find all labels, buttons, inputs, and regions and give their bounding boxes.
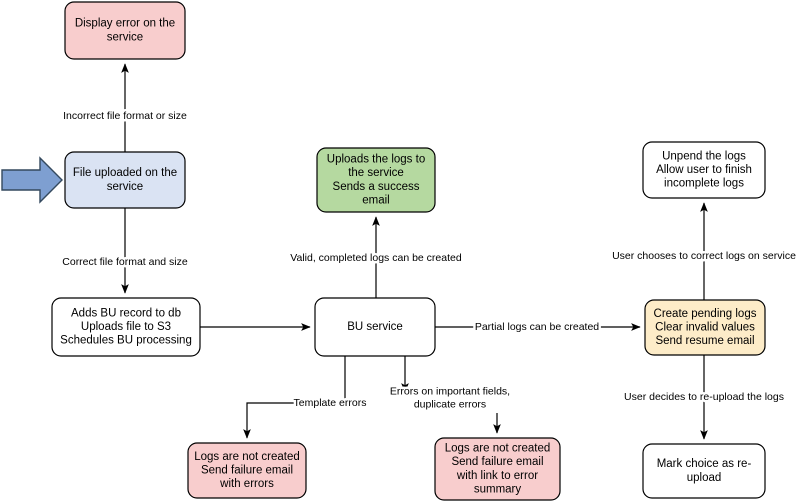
edge-template-errors-label: Template errors xyxy=(294,397,367,409)
create-pending-logs-node-label: Clear invalid values xyxy=(655,322,755,334)
file-uploaded-node-label: File uploaded on the xyxy=(73,167,177,179)
edge-user-chooses-to-correct-logs-on-service-label-halo: User chooses to correct logs on service xyxy=(612,250,796,262)
logs-not-created-with-errors-node-label: with errors xyxy=(219,478,274,490)
edge-template-errors-line xyxy=(243,356,346,439)
unpend-logs-node-label: Unpend the logs xyxy=(662,150,746,162)
bu-service-node[interactable]: BU service xyxy=(314,297,436,357)
display-error-node-label: Display error on the xyxy=(75,18,175,30)
bu-service-node-shape[interactable] xyxy=(314,297,436,357)
create-pending-logs-node-label: Create pending logs xyxy=(654,308,757,320)
edge-errors-on-important-fields-label: Errors on important fields, xyxy=(390,385,510,397)
edge-correct-file-format-and-size-label: Correct file format and size xyxy=(62,256,188,268)
mark-choice-as-reupload-node-label: Mark choice as re- xyxy=(657,458,752,470)
edge-user-decides-to-reupload-the-logs-label: User decides to re-upload the logs xyxy=(624,391,784,403)
mark-choice-as-reupload-node-label: upload xyxy=(687,472,722,484)
edge-valid-completed-logs-can-be-created-label-halo: Valid, completed logs can be created xyxy=(290,252,462,264)
file-uploaded-node[interactable]: File uploaded on the service xyxy=(64,151,186,209)
edge-partial-logs-can-be-created-label-halo: Partial logs can be created xyxy=(475,321,599,333)
unpend-logs-node-label: incomplete logs xyxy=(664,178,744,190)
logs-not-created-error-summary-node-shape[interactable] xyxy=(434,437,561,501)
display-error-node-shape[interactable] xyxy=(64,1,186,60)
uploads-logs-success-node-label: Sends a success xyxy=(333,181,420,193)
edge-incorrect-file-format-or-size-label: Incorrect file format or size xyxy=(63,110,187,122)
unpend-logs-node-label: Allow user to finish xyxy=(656,164,752,176)
mark-choice-as-reupload-node-shape[interactable] xyxy=(642,443,766,499)
logs-not-created-error-summary-node-label: summary xyxy=(474,483,522,495)
edge-user-chooses-to-correct-logs-on-service: User chooses to correct logs on serviceU… xyxy=(610,202,799,300)
mark-choice-as-reupload-node[interactable]: Mark choice as re-upload xyxy=(642,443,766,499)
uploads-logs-success-node-label: the service xyxy=(348,167,404,179)
edge-errors-on-important-fields: Errors on important fields,Errors on imp… xyxy=(387,356,513,434)
file-uploaded-node-shape[interactable] xyxy=(64,151,186,209)
uploads-logs-success-node-label: Uploads the logs to xyxy=(327,154,425,166)
uploads-logs-success-node-shape[interactable] xyxy=(316,147,436,213)
edge-errors-on-important-fields-label-halo: duplicate errors xyxy=(414,398,486,410)
logs-not-created-with-errors-node-label: Send failure email xyxy=(201,465,293,477)
entry-block-arrow xyxy=(1,156,63,204)
adds-bu-record-node[interactable]: Adds BU record to db Uploads file to S3 Sc… xyxy=(51,297,201,357)
create-pending-logs-node-shape[interactable] xyxy=(644,299,766,356)
create-pending-logs-node-label: Send resume email xyxy=(655,335,754,347)
edge-partial-logs-can-be-created-label: Partial logs can be created xyxy=(475,321,599,333)
edge-user-chooses-to-correct-logs-on-service-label: User chooses to correct logs on service xyxy=(612,250,796,262)
edge-template-errors-label-halo: Template errors xyxy=(294,397,367,409)
edge-valid-completed-logs-can-be-created: Valid, completed logs can be createdVali… xyxy=(288,216,464,298)
file-uploaded-node-label: service xyxy=(107,181,143,193)
display-error-node-label: service xyxy=(107,31,143,43)
edge-incorrect-file-format-or-size-label-halo: Incorrect file format or size xyxy=(63,110,187,122)
logs-not-created-error-summary-node-label: Logs are not created xyxy=(445,443,551,455)
edge-valid-completed-logs-can-be-created-label: Valid, completed logs can be created xyxy=(290,252,462,264)
edge-correct-file-format-and-size-label-halo: Correct file format and size xyxy=(62,256,188,268)
edge-user-decides-to-reupload-the-logs-label-halo: User decides to re-upload the logs xyxy=(624,391,784,403)
adds-bu-record-node-shape[interactable] xyxy=(51,297,201,357)
logs-not-created-with-errors-node-shape[interactable] xyxy=(187,442,307,499)
uploads-logs-success-node-label: email xyxy=(362,194,389,206)
adds-bu-record-node-label: Schedules BU processing xyxy=(60,335,192,347)
edge-errors-on-important-fields-label-halo: Errors on important fields, xyxy=(390,385,510,397)
logs-not-created-error-summary-node-label: with link to error xyxy=(456,470,538,482)
adds-bu-record-node-label: Adds BU record to db xyxy=(71,307,181,319)
adds-bu-record-node-label: Uploads file to S3 xyxy=(81,321,171,333)
logs-not-created-error-summary-node-label: Send failure email xyxy=(451,456,543,468)
entry-arrow-layer xyxy=(1,156,63,204)
logs-not-created-with-errors-node-label: Logs are not created xyxy=(194,451,300,463)
edge-errors-on-important-fields-label: duplicate errors xyxy=(414,398,486,410)
bu-service-node-label: BU service xyxy=(347,321,403,333)
unpend-logs-node-shape[interactable] xyxy=(642,141,766,199)
